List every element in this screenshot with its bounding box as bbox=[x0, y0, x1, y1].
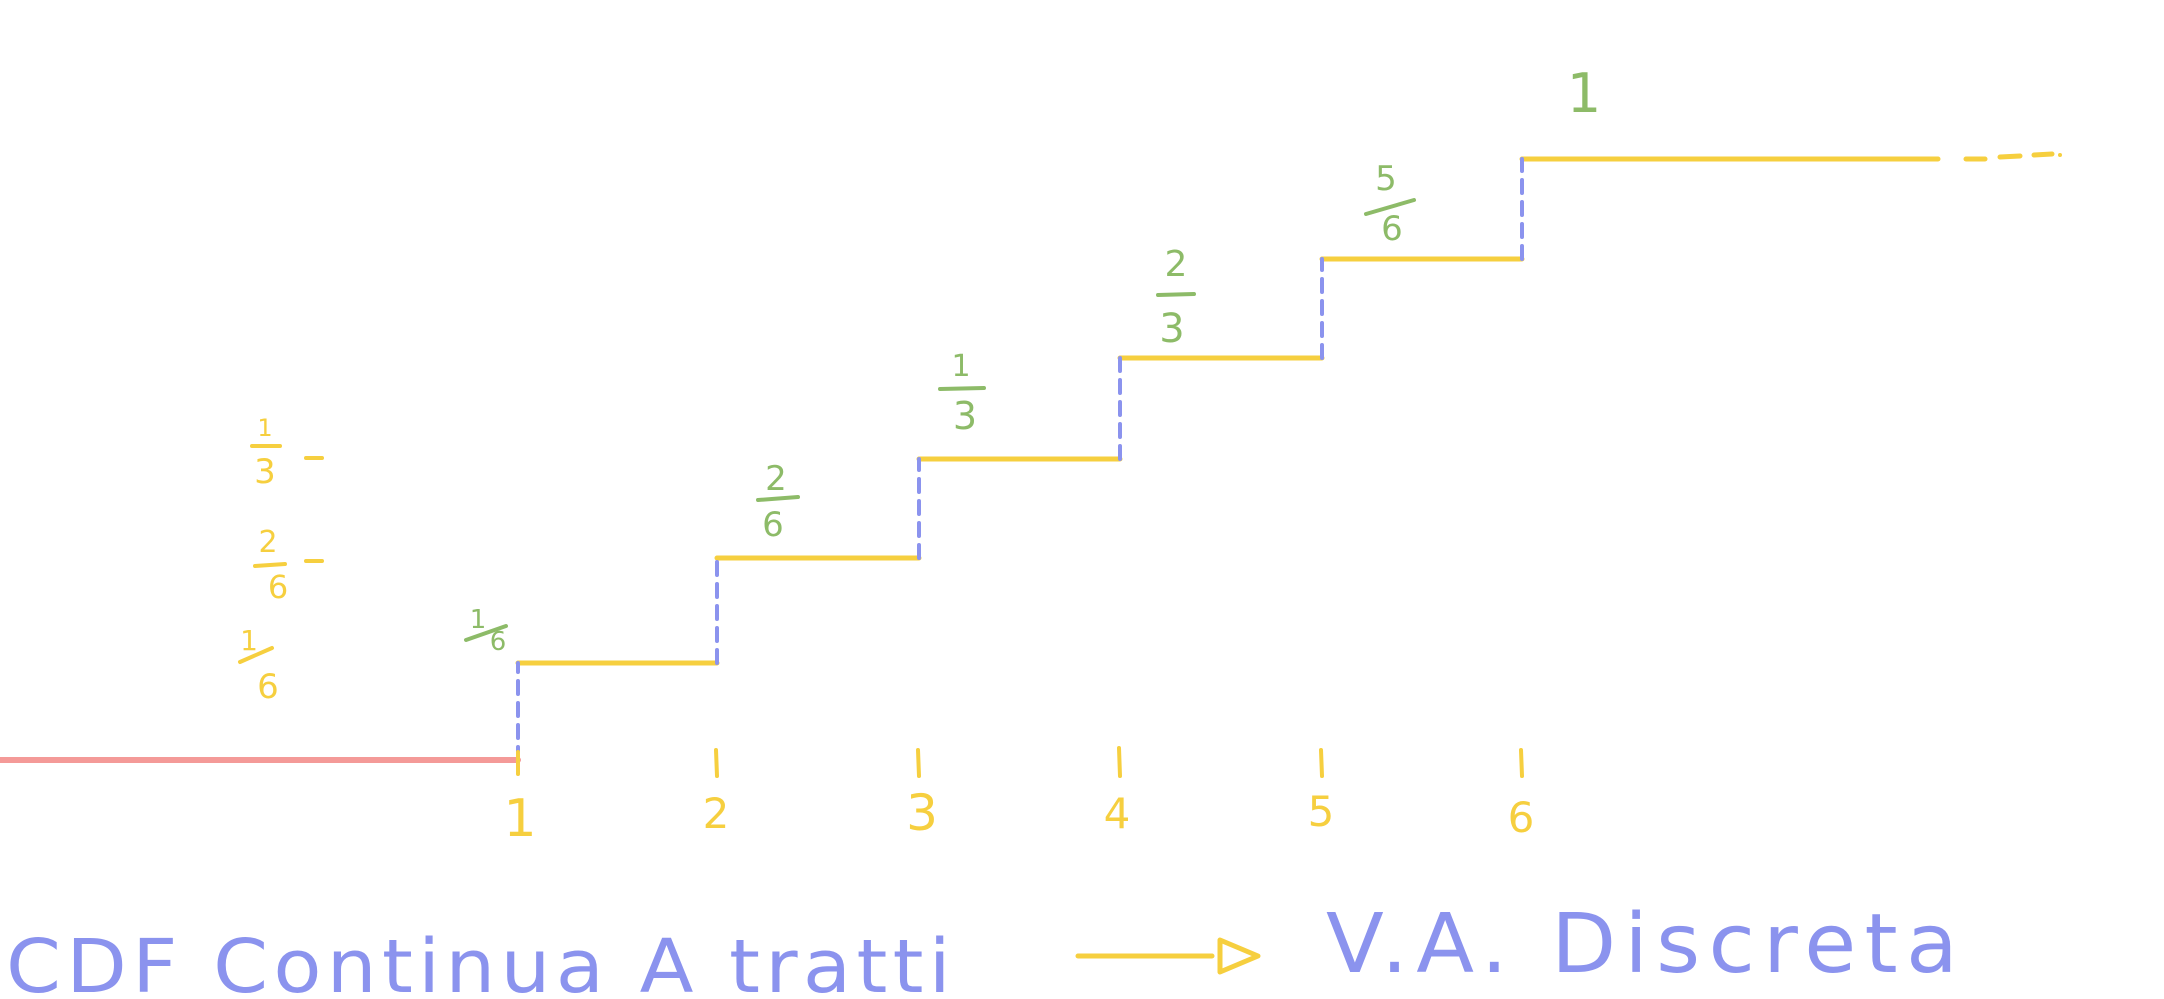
left-label-numerator: 1 bbox=[240, 624, 258, 657]
tick-mark bbox=[714, 748, 719, 778]
x-tick-label: 6 bbox=[1508, 793, 1535, 842]
left-label-numerator: 2 bbox=[258, 525, 277, 560]
fraction-bar bbox=[238, 646, 274, 664]
continuation-dot bbox=[2058, 153, 2062, 157]
step-label-value: 1 bbox=[1567, 62, 1601, 125]
left-label-denominator: 6 bbox=[268, 568, 288, 606]
caption-left: CDF Continua A tratti bbox=[6, 924, 956, 999]
tick-mark bbox=[1117, 746, 1122, 778]
tick-mark bbox=[1519, 748, 1524, 778]
x-tick-marks bbox=[516, 746, 1524, 778]
step-label-denominator: 6 bbox=[1381, 209, 1403, 249]
caption-right: V.A. Discreta bbox=[1326, 897, 1966, 992]
fraction-bar bbox=[1156, 292, 1196, 297]
x-tick-label: 5 bbox=[1308, 787, 1335, 836]
step-label-denominator: 6 bbox=[490, 627, 507, 657]
fraction-bar bbox=[756, 495, 800, 502]
step-label-numerator: 2 bbox=[765, 459, 787, 499]
left-label-denominator: 3 bbox=[254, 452, 276, 492]
step-label-numerator: 1 bbox=[951, 349, 970, 384]
step-label-numerator: 2 bbox=[1165, 244, 1188, 285]
fraction-bar bbox=[938, 386, 986, 391]
fraction-bar bbox=[253, 562, 287, 568]
x-tick-label: 4 bbox=[1104, 789, 1131, 838]
step-label-denominator: 6 bbox=[762, 505, 784, 545]
fraction-bar bbox=[464, 624, 508, 642]
step-label-denominator: 3 bbox=[1159, 306, 1184, 352]
step-label-numerator: 1 bbox=[470, 605, 487, 635]
step-label-numerator: 5 bbox=[1375, 159, 1397, 199]
left-label-denominator: 6 bbox=[257, 667, 279, 707]
x-tick-label: 3 bbox=[906, 784, 938, 842]
fraction-bar bbox=[1364, 198, 1416, 216]
left-label-numerator: 1 bbox=[257, 414, 272, 442]
continuation-dash bbox=[1997, 153, 2023, 160]
tick-mark bbox=[1319, 748, 1324, 778]
continuation-dash bbox=[2031, 151, 2055, 158]
x-tick-label: 2 bbox=[703, 789, 730, 838]
arrow-icon bbox=[1075, 937, 1261, 975]
x-tick-label: 1 bbox=[503, 789, 536, 849]
step-label-denominator: 3 bbox=[953, 394, 977, 438]
step-segments bbox=[515, 151, 2062, 666]
jump-lines bbox=[516, 157, 1524, 762]
tick-mark bbox=[916, 748, 921, 778]
